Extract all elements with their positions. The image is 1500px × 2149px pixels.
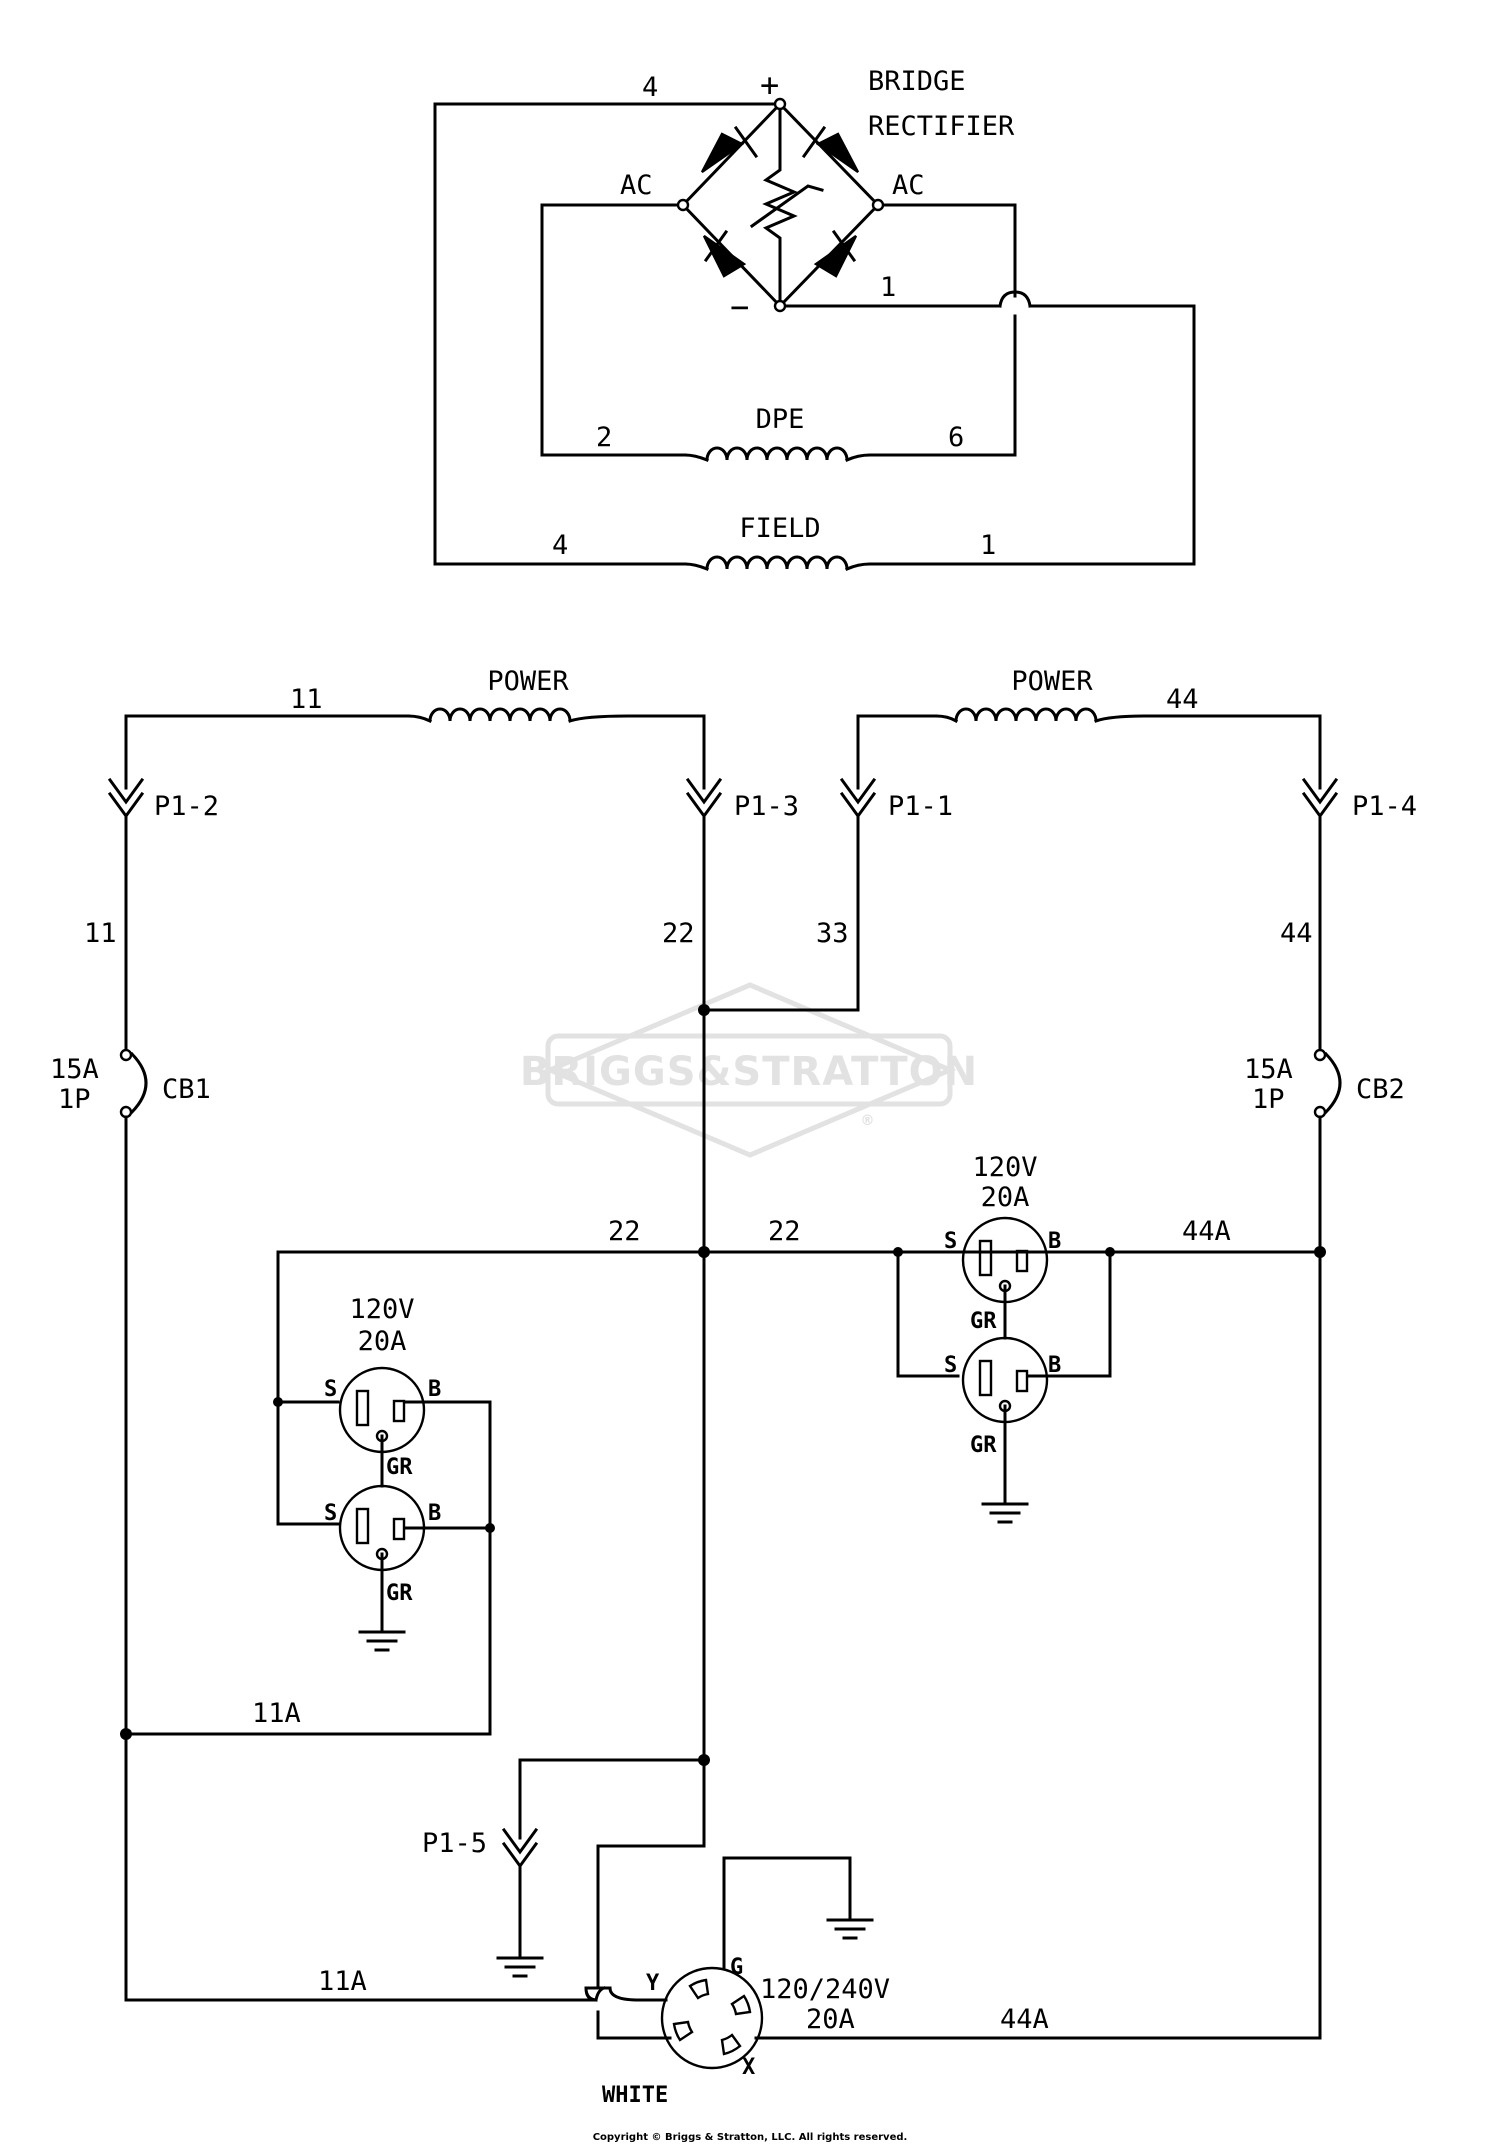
brand-watermark: BRIGGS&STRATTON ® [520, 982, 978, 1158]
copyright-notice: Copyright © Briggs & Stratton, LLC. All … [593, 2132, 908, 2143]
cb1-terminal-top [119, 1048, 133, 1062]
field-coil [705, 555, 849, 571]
wire-1-field-label: 1 [980, 530, 996, 561]
power-coil-right-label: POWER [1011, 666, 1093, 697]
receptacle-right-voltage: 120V [972, 1152, 1037, 1183]
power-coil-left [428, 707, 572, 723]
rectifier-plus-node [773, 97, 787, 111]
twistlock-white-label: WHITE [602, 2083, 668, 2108]
plug-p1-4-label: P1-4 [1352, 791, 1417, 822]
cb1-name-label: CB1 [162, 1074, 211, 1105]
twistlock-x-label: X [742, 2055, 755, 2080]
receptacle-left-amps: 20A [358, 1326, 407, 1357]
plug-p1-3-label: P1-3 [734, 791, 799, 822]
receptacle-right-amps: 20A [981, 1182, 1030, 1213]
receptacle-right-lower-s: S [944, 1353, 957, 1378]
power-circuit: POWER POWER 11 44 P1-2 P1-3 P1-1 P1-4 11… [50, 666, 1417, 2108]
junction-22-33 [698, 1004, 710, 1016]
rectifier-minus-label: − [730, 288, 749, 326]
wire-11a-mid-label: 11A [252, 1698, 301, 1729]
wire-22-right-label: 22 [768, 1216, 801, 1247]
rectifier-minus-node [773, 299, 787, 313]
field-coil-label: FIELD [739, 513, 820, 544]
junction-p1-5 [698, 1754, 710, 1766]
wire-11-left-label: 11 [84, 918, 117, 949]
junction-left-s [273, 1397, 283, 1407]
wire-22-left-label: 22 [608, 1216, 641, 1247]
junction-right-s [893, 1247, 903, 1257]
twistlock-amps: 20A [806, 2004, 855, 2035]
wire-6-label: 6 [948, 422, 964, 453]
wire-1-top-label: 1 [880, 272, 896, 303]
receptacle-left-upper-gr: GR [386, 1455, 413, 1480]
plug-p1-2-label: P1-2 [154, 791, 219, 822]
wire-44-right-label: 44 [1280, 918, 1313, 949]
cb2-terminal-top [1313, 1048, 1327, 1062]
receptacle-left-voltage: 120V [349, 1294, 414, 1325]
twistlock-receptacle [660, 1966, 764, 2070]
diode-lower-right [813, 235, 858, 278]
cb2-rating-line2: 1P [1252, 1084, 1285, 1115]
cb2-name-label: CB2 [1356, 1074, 1405, 1105]
ground-twistlock [826, 1896, 874, 1940]
rectifier-ac-left-node [676, 198, 690, 212]
excitation-circuit: BRIDGE RECTIFIER + − AC AC 4 1 2 6 DPE F… [433, 66, 1196, 571]
wire-4-field-label: 4 [552, 530, 568, 561]
wire-44a-bottom-label: 44A [1000, 2004, 1049, 2035]
receptacle-right-lower-gr: GR [970, 1433, 997, 1458]
dpe-coil-label: DPE [756, 404, 805, 435]
receptacle-left-lower-gr: GR [386, 1581, 413, 1606]
rectifier-title-line2: RECTIFIER [868, 111, 1015, 142]
twistlock-y-label: Y [646, 1971, 660, 1996]
rectifier-ac-left-label: AC [620, 170, 653, 201]
diode-upper-left [700, 132, 745, 173]
receptacle-right-upper-s: S [944, 1229, 957, 1254]
receptacle-left-upper-s: S [324, 1377, 337, 1402]
wire-44a-right-label: 44A [1182, 1216, 1231, 1247]
diode-lower-left [702, 235, 747, 278]
wire-33-label: 33 [816, 918, 849, 949]
varistor [762, 102, 798, 308]
junction-44a [1314, 1246, 1326, 1258]
junction-left-b [485, 1523, 495, 1533]
cb1-breaker-arc [129, 1051, 148, 1115]
cb1-rating-line1: 15A [50, 1054, 99, 1085]
receptacle-right-lower-b: B [1048, 1353, 1061, 1378]
twistlock-g-label: G [730, 1955, 743, 1980]
receptacle-left-lower-b: B [428, 1501, 441, 1526]
watermark-text: BRIGGS&STRATTON [520, 1049, 978, 1095]
ground-right-receptacle [981, 1480, 1029, 1524]
receptacle-right-upper-gr: GR [970, 1309, 997, 1334]
junction-11a [120, 1728, 132, 1740]
ground-p1-5 [496, 1934, 544, 1978]
power-coil-right [954, 707, 1098, 723]
receptacle-left-lower-s: S [324, 1501, 337, 1526]
rectifier-plus-label: + [760, 66, 779, 104]
junction-22-bus [698, 1246, 710, 1258]
wire-4-top-label: 4 [642, 72, 658, 103]
wire-44-top-label: 44 [1166, 684, 1199, 715]
dpe-coil [705, 446, 849, 462]
diode-upper-right [815, 132, 860, 173]
rectifier-ac-right-node [871, 198, 885, 212]
cb2-rating-line1: 15A [1244, 1054, 1293, 1085]
plug-p1-5-label: P1-5 [422, 1828, 487, 1859]
rectifier-ac-right-label: AC [892, 170, 925, 201]
cb1-rating-line2: 1P [58, 1084, 91, 1115]
rectifier-title-line1: BRIDGE [868, 66, 966, 97]
wire-2-label: 2 [596, 422, 612, 453]
wire-11a-bottom-label: 11A [318, 1966, 367, 1997]
cb2-breaker-arc [1323, 1051, 1342, 1115]
junction-right-b [1105, 1247, 1115, 1257]
watermark-registered-mark: ® [861, 1113, 876, 1129]
receptacle-left-upper-b: B [428, 1377, 441, 1402]
power-coil-left-label: POWER [487, 666, 569, 697]
receptacle-right-upper-b: B [1048, 1229, 1061, 1254]
twistlock-voltage: 120/240V [760, 1974, 890, 2005]
plug-p1-1-label: P1-1 [888, 791, 953, 822]
ground-left-receptacle [358, 1608, 406, 1652]
wire-11-top-label: 11 [290, 684, 323, 715]
wire-22-mid-label: 22 [662, 918, 695, 949]
